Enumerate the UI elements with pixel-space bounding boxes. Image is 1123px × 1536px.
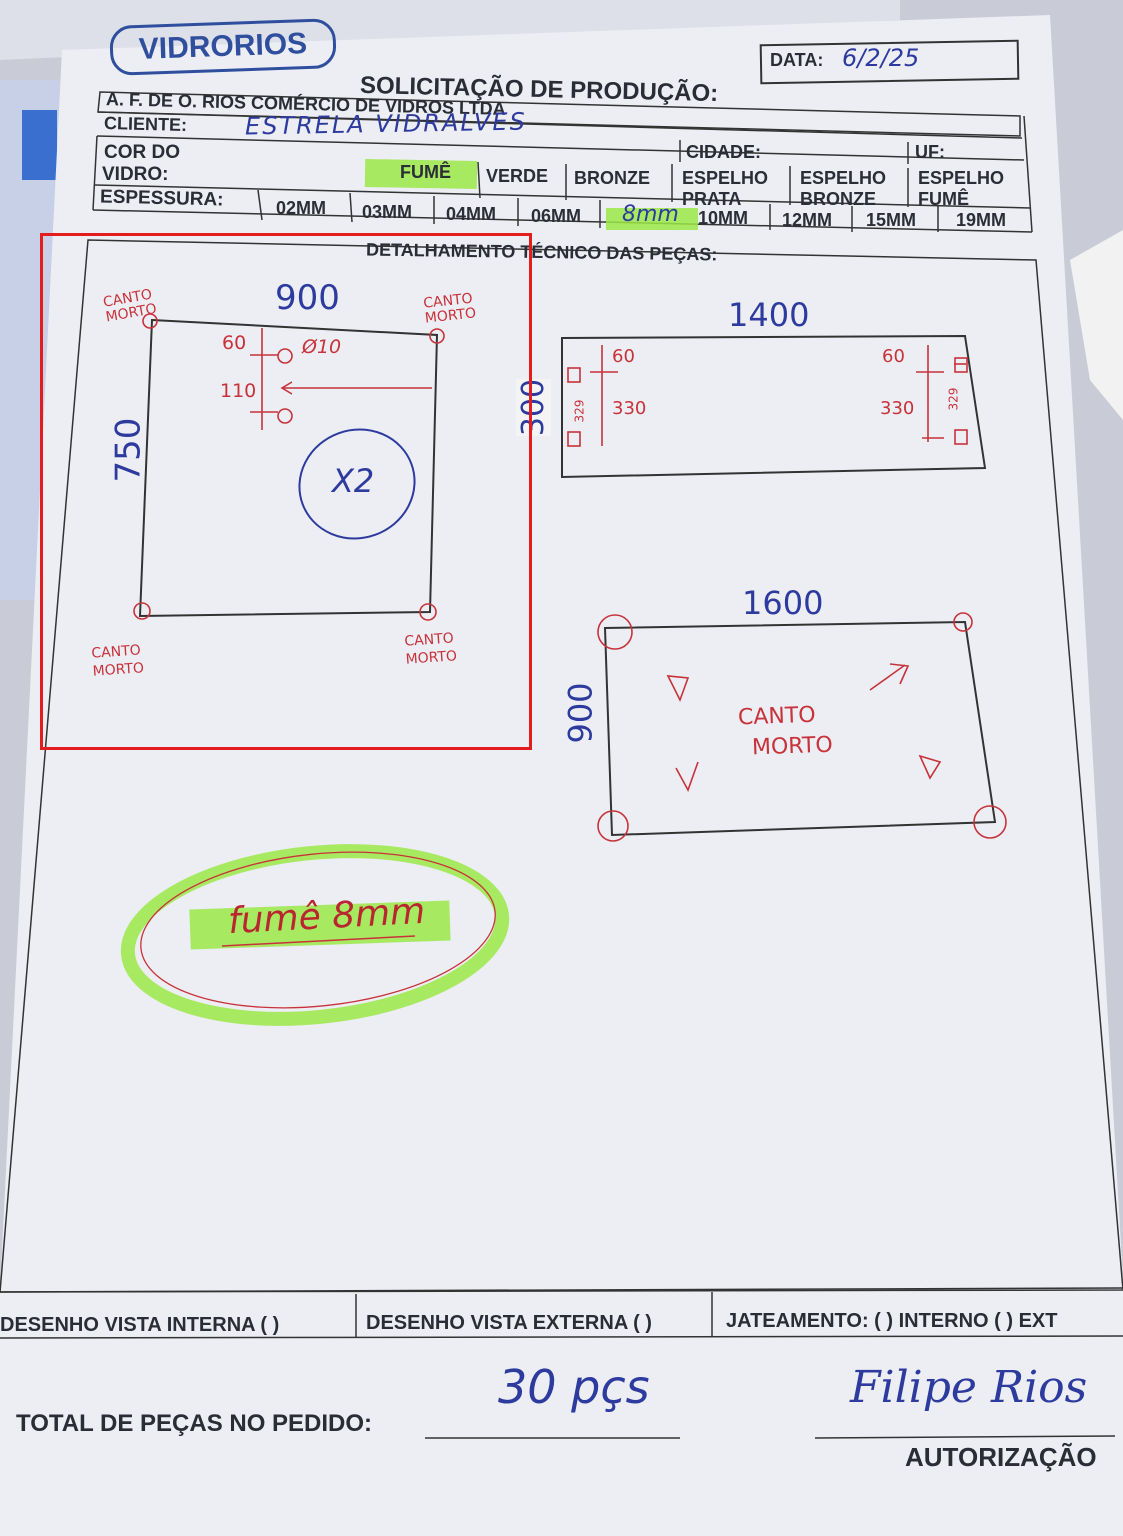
thickness-option-15: 15MM: [866, 210, 917, 230]
piece3-note-line2: MORTO: [751, 732, 834, 761]
client-value: ESTRELA VIDRALVES: [244, 107, 528, 141]
piece2-notch-left: 329: [572, 399, 587, 423]
piece3-note-line1: CANTO: [737, 702, 817, 731]
piece3-height: 900: [561, 682, 600, 744]
authorization-label: AUTORIZAÇÃO: [905, 1442, 1097, 1472]
date-value: 6/2/25: [842, 44, 920, 72]
external-view-option: DESENHO VISTA EXTERNA ( ): [366, 1312, 652, 1334]
piece2-width: 1400: [728, 296, 810, 334]
piece1-width: 900: [275, 278, 340, 318]
company-logo: VIDRORIOS: [109, 18, 337, 76]
color-option-espelho-fume: ESPELHO FUMÊ: [918, 168, 1005, 209]
glass-color-label-line2: VIDRO:: [102, 164, 169, 185]
thickness-option-19: 19MM: [956, 210, 1007, 230]
thickness-option-06: 06MM: [531, 206, 582, 226]
piece1-quantity: X2: [332, 462, 375, 500]
uf-label: UF:: [915, 142, 945, 162]
authorization-signature: Filipe Rios: [850, 1362, 1088, 1413]
total-pieces-label: TOTAL DE PEÇAS NO PEDIDO:: [16, 1410, 373, 1437]
total-pieces-value: 30 pçs: [498, 1360, 650, 1414]
glass-color-label-line1: COR DO: [104, 142, 180, 163]
city-label: CIDADE:: [686, 142, 761, 162]
piece1-hole-diameter: Ø10: [302, 336, 342, 358]
piece1-hole-spacing: 110: [220, 380, 257, 402]
thickness-option-10: 10MM: [698, 208, 749, 228]
piece1-hole-offset: 60: [222, 332, 247, 354]
color-option-verde: VERDE: [486, 166, 549, 186]
date-label: DATA:: [770, 50, 824, 70]
color-option-fume: FUMÊ: [400, 162, 451, 182]
piece2-inner-left: 330: [612, 398, 647, 419]
piece2-inner-right: 330: [880, 398, 915, 419]
thickness-option-02: 02MM: [276, 198, 327, 218]
color-option-espelho-bronze: ESPELHO BRONZE: [800, 168, 887, 209]
thickness-option-04: 04MM: [446, 204, 497, 224]
thickness-label: ESPESSURA:: [99, 186, 224, 211]
thickness-option-03: 03MM: [362, 202, 413, 222]
piece2-offset-left: 60: [612, 346, 635, 367]
piece2-offset-right: 60: [882, 346, 905, 367]
selected-thickness-highlight: [606, 208, 698, 230]
internal-view-option: DESENHO VISTA INTERNA ( ): [0, 1314, 280, 1336]
thickness-option-12: 12MM: [782, 210, 833, 230]
sandblasting-option: JATEAMENTO: ( ) INTERNO ( ) EXT: [726, 1310, 1058, 1332]
color-option-bronze: BRONZE: [574, 168, 650, 188]
piece3-width: 1600: [742, 584, 824, 622]
color-option-espelho-prata: ESPELHO PRATA: [682, 168, 769, 209]
client-label: CLIENTE:: [103, 112, 188, 136]
thickness-option-8: 8mm: [622, 202, 679, 227]
piece1-outline: [138, 318, 439, 618]
selection-box: [40, 233, 532, 750]
piece2-notch-right: 329: [946, 387, 961, 411]
